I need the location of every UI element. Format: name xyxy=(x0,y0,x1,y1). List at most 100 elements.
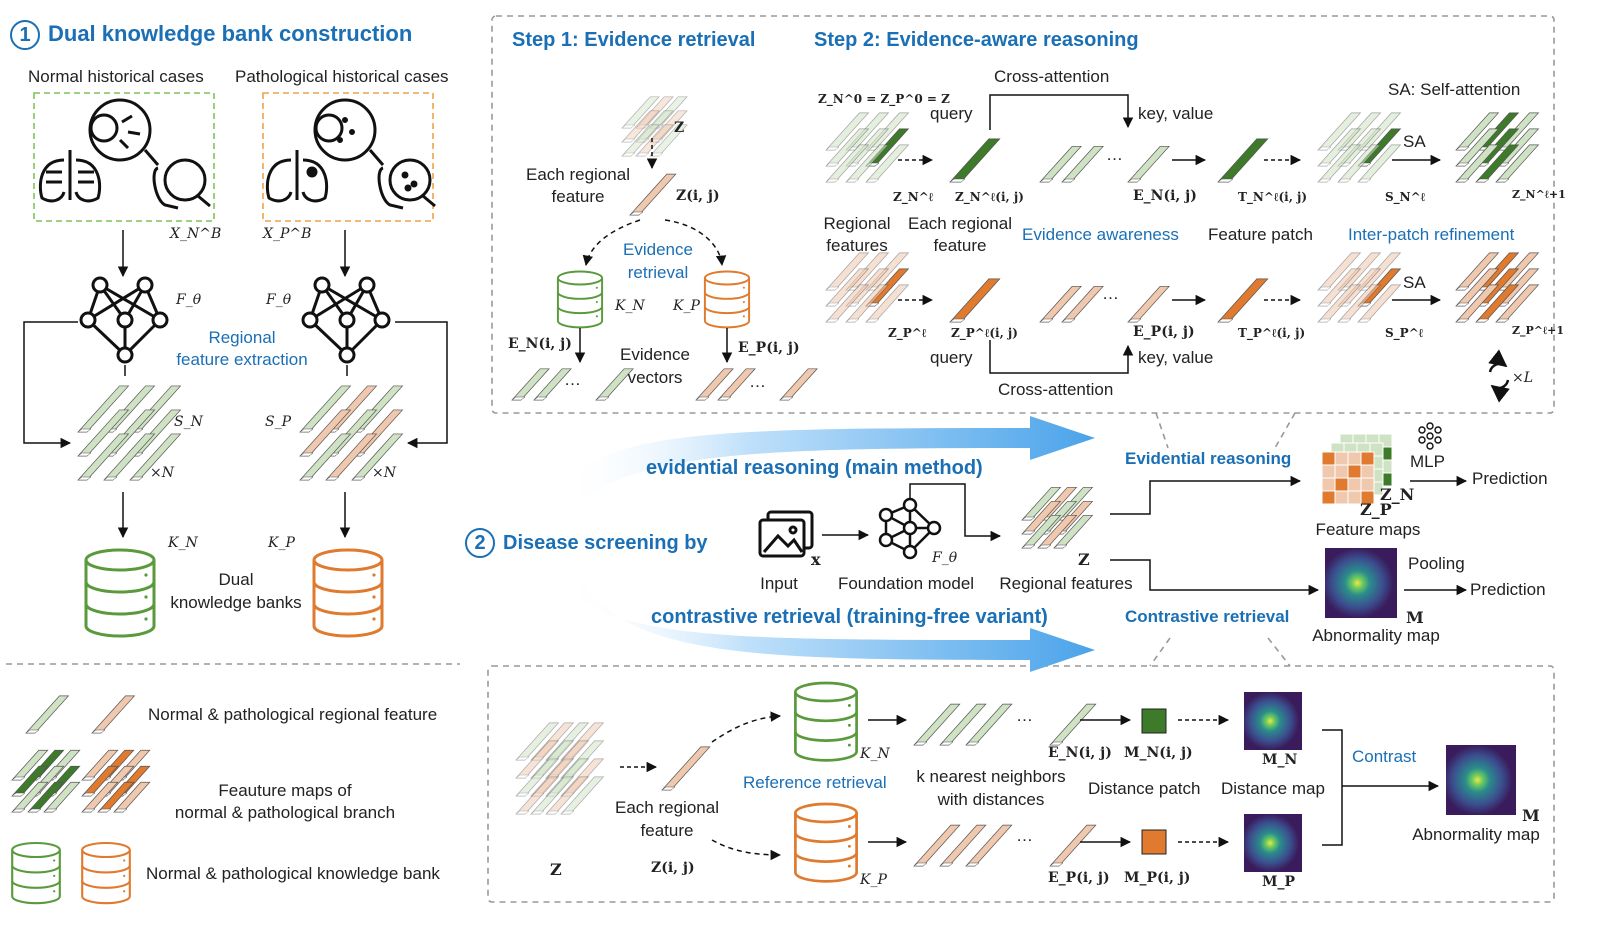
step2-evidence-bar xyxy=(1039,145,1082,183)
step1-dots-p: … xyxy=(749,372,766,391)
step2-znext-bar xyxy=(1455,252,1500,291)
legend-path-map-bar xyxy=(81,749,119,781)
step2-s-bar xyxy=(1337,284,1382,323)
step2-dots-top: … xyxy=(1106,145,1123,164)
step2-znext-bar xyxy=(1475,284,1520,323)
bottom-zij-feature-bar xyxy=(661,746,711,791)
network-icon-path xyxy=(301,276,391,364)
panel2-title-text: Disease screening by xyxy=(503,532,708,554)
stack-bar xyxy=(129,433,182,481)
legend-path-map-bar xyxy=(81,765,119,797)
step2-znext-bar xyxy=(1455,144,1500,183)
regional-extraction-label-1: Regional xyxy=(208,328,276,347)
sa-top: SA xyxy=(1403,132,1426,151)
legend-path-map-bar xyxy=(81,781,119,813)
step2-regional-bar xyxy=(865,284,910,323)
step2-znext-bar xyxy=(1475,144,1520,183)
step1-z: Z xyxy=(674,120,685,136)
knn-label-2: with distances xyxy=(937,790,1045,809)
query-top: query xyxy=(930,104,973,123)
legend-normal-map-bar xyxy=(43,781,81,813)
distance-patch-normal xyxy=(1141,708,1167,734)
bottom-panel-graphics xyxy=(515,681,1516,883)
stack-bar xyxy=(1021,514,1062,549)
cube-cell xyxy=(1360,490,1375,505)
step2-each-regional-2: feature xyxy=(933,236,987,255)
zp-lij: Z_P^ℓ(i, j) xyxy=(951,326,1018,340)
step2-regional-bar xyxy=(865,144,910,183)
key-value-top: key, value xyxy=(1138,104,1214,123)
bottom-mp-ij: M_P(i, j) xyxy=(1124,870,1191,886)
stack-bar xyxy=(621,96,660,129)
prediction-bottom: Prediction xyxy=(1470,580,1546,599)
bottom-m: M xyxy=(1522,806,1540,825)
step1-each-regional-1: Each regional xyxy=(526,165,630,184)
distance-patch-path xyxy=(1141,829,1167,855)
cross-attention-top: Cross-attention xyxy=(994,67,1110,86)
knn-bar-normal xyxy=(1049,703,1097,746)
bottom-each-regional-1: Each regional xyxy=(615,798,719,817)
feature-patch: Feature patch xyxy=(1208,225,1313,244)
legend-normal-map-bar xyxy=(11,749,49,781)
step1-normal-bank-icon xyxy=(556,270,604,329)
legend-path-map-bar xyxy=(97,781,135,813)
step2-s-bar xyxy=(1317,112,1362,151)
knn-bar-normal xyxy=(939,703,987,746)
step2-regional-bar xyxy=(825,144,870,183)
stack-bar xyxy=(635,110,674,143)
input-x: x xyxy=(811,550,821,569)
tp: T_P^ℓ(i, j) xyxy=(1238,326,1306,340)
zp-next: Z_P^ℓ+1 xyxy=(1512,324,1565,337)
big-flow-arrows xyxy=(560,416,1095,672)
knn-bar-normal xyxy=(913,703,961,746)
stack-bar xyxy=(560,776,605,815)
step2-normal-branch xyxy=(825,112,1540,183)
step1-evidence-path-bars xyxy=(695,368,818,401)
zp-l: Z_P^ℓ xyxy=(888,326,927,340)
feature-maps-label: Feature maps xyxy=(1315,520,1421,539)
feature-maps-cube xyxy=(1321,433,1393,505)
legend-path-bank-icon xyxy=(81,841,131,905)
f-theta-normal: F_θ xyxy=(176,292,202,308)
cube-cell xyxy=(1334,477,1349,492)
legend-knowledge-bank: Normal & pathological knowledge bank xyxy=(146,864,440,883)
normal-knowledge-bank-icon xyxy=(84,548,156,638)
bottom-each-regional-2: feature xyxy=(640,821,694,840)
panel2-z: Z xyxy=(1078,550,1090,569)
step1-title: Step 1: Evidence retrieval xyxy=(512,29,756,51)
zn-l: Z_N^ℓ xyxy=(893,190,934,204)
step2-path-branch xyxy=(825,252,1540,323)
stack-bar xyxy=(325,433,378,481)
zij-bar xyxy=(629,173,677,216)
bottom-ep: E_P(i, j) xyxy=(1048,870,1110,886)
step2-s-bar xyxy=(1317,144,1362,183)
evidence-bar-path xyxy=(695,368,734,401)
stack-bar xyxy=(545,776,590,815)
stack-bar xyxy=(515,740,560,779)
evidence-bar-normal xyxy=(533,368,572,401)
knn-bar-path xyxy=(965,824,1013,867)
stack-bar xyxy=(635,124,674,157)
step1-ep: E_P(i, j) xyxy=(738,340,800,356)
step2-regional-bar xyxy=(825,268,870,307)
times-n-path: ×N xyxy=(372,465,396,481)
cube-cell xyxy=(1347,451,1362,466)
regional-extraction-label-2: feature extraction xyxy=(176,350,308,369)
stack-bar xyxy=(515,776,560,815)
stack-bar xyxy=(1021,500,1062,535)
sp: S_P^ℓ xyxy=(1385,326,1424,340)
step1-kp: K_P xyxy=(673,298,700,314)
panel2-abnormality-map: Abnormality map xyxy=(1312,626,1440,645)
step2-dots-bottom: … xyxy=(1102,284,1119,303)
foundation-model-icon xyxy=(878,497,942,560)
legend-graphics xyxy=(11,695,151,905)
distance-patch-label: Distance patch xyxy=(1088,779,1201,798)
stack-bar xyxy=(515,758,560,797)
stack-bar xyxy=(649,110,688,143)
x-path-label: X_P^B xyxy=(263,226,312,242)
sn: S_N^ℓ xyxy=(1385,190,1426,204)
bottom-knn-normal-bars xyxy=(913,703,1097,746)
tn: T_N^ℓ(i, j) xyxy=(1238,190,1308,204)
